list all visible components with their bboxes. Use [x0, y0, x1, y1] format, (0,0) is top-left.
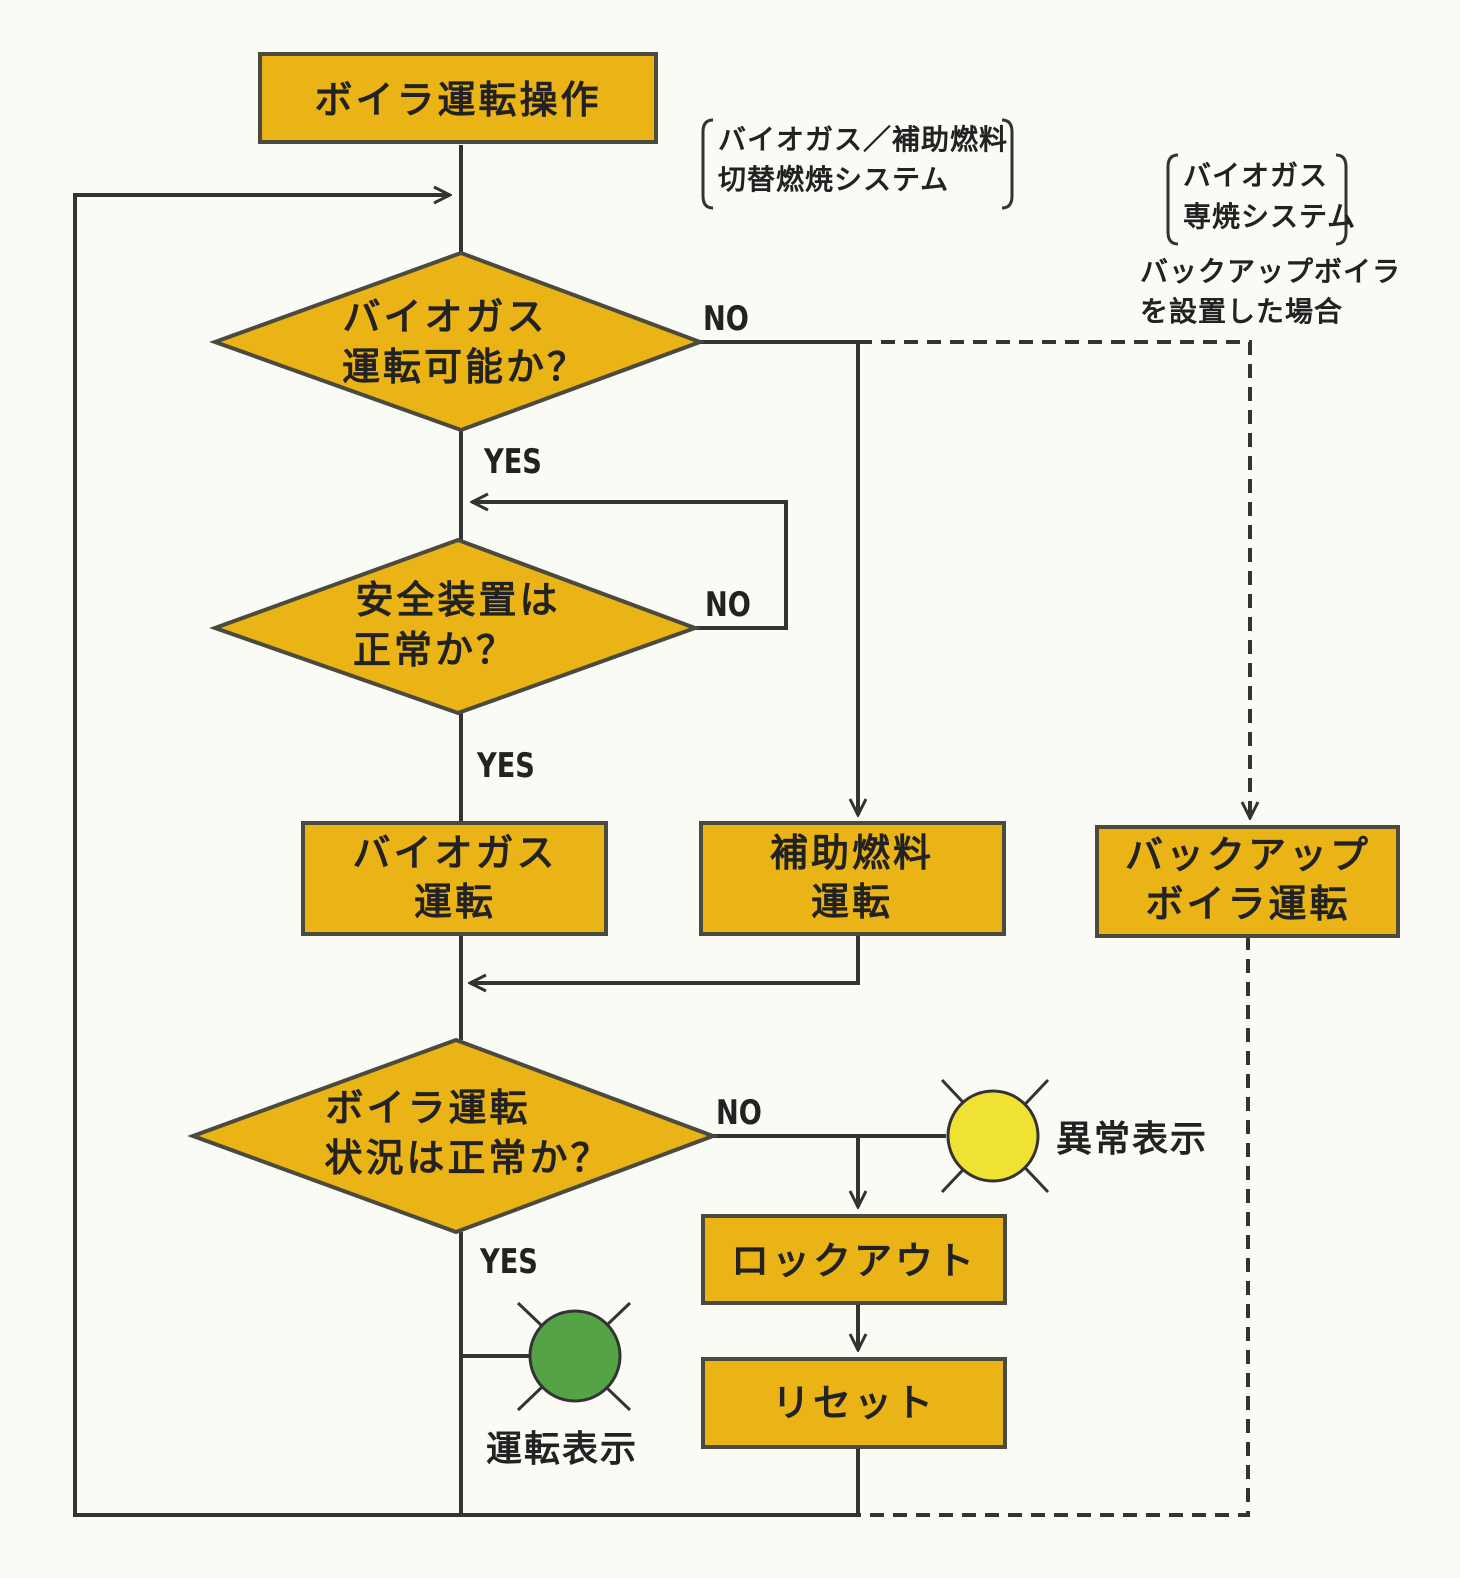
node-status-check-diamond — [187, 1037, 719, 1235]
node-safety-check-diamond — [209, 537, 701, 716]
node-lockout-box — [701, 1214, 1007, 1305]
edge-dashed-backup-return — [858, 936, 1250, 1517]
aux-fuel-line1: 補助燃料 — [769, 831, 935, 875]
note-backup-condition-line2: を設置した場合 — [1140, 295, 1344, 328]
yes-label-biogas: YES — [484, 442, 542, 482]
node-biogas-run-box — [301, 821, 608, 936]
backup-line1: バックアップ — [1124, 833, 1372, 877]
no-label-safety: NO — [705, 585, 751, 625]
biogas-run-line2: 運転 — [413, 880, 497, 924]
no-label-biogas: NO — [703, 299, 749, 339]
biogas-check-line1: バイオガス — [342, 295, 548, 339]
node-start-box — [258, 52, 658, 144]
abnormal-lamp-label: 異常表示 — [1056, 1119, 1209, 1160]
biogas-run-line1: バイオガス — [352, 831, 558, 875]
note-switch-system-line1: バイオガス／補助燃料 — [718, 123, 1009, 156]
no-label-status: NO — [716, 1093, 762, 1133]
note-bracket-dedicated-left — [1166, 153, 1179, 246]
yes-label-safety: YES — [477, 746, 535, 786]
status-check-line2: 状況は正常か？ — [324, 1136, 612, 1180]
edge-aux-to-trunk — [470, 934, 860, 983]
start-label: ボイラ運転操作 — [314, 78, 602, 122]
safety-check-line1: 安全装置は — [355, 578, 561, 622]
reset-label: リセット — [771, 1381, 937, 1425]
running-lamp-label: 運転表示 — [486, 1429, 639, 1470]
note-bracket-dedicated-right — [1335, 153, 1348, 246]
edge-safety-no-loop — [472, 502, 788, 630]
yes-label-status: YES — [480, 1242, 538, 1282]
node-backup-box — [1095, 825, 1400, 938]
running-lamp-icon — [516, 1301, 632, 1412]
node-biogas-check-diamond — [209, 250, 706, 433]
note-dedicated-line1: バイオガス — [1183, 159, 1329, 192]
node-aux-fuel-box — [699, 821, 1006, 936]
note-bracket-switch-right — [1001, 118, 1014, 210]
node-reset-box — [701, 1357, 1007, 1449]
aux-fuel-line2: 運転 — [810, 880, 894, 924]
safety-check-line2: 正常か？ — [352, 628, 518, 672]
lockout-label: ロックアウト — [730, 1239, 978, 1283]
backup-line2: ボイラ運転 — [1145, 882, 1351, 926]
abnormal-lamp-icon — [940, 1078, 1050, 1194]
status-check-line1: ボイラ運転 — [325, 1086, 531, 1130]
edge-biogas-no-to-aux — [700, 340, 858, 815]
biogas-check-line2: 運転可能か？ — [341, 345, 589, 389]
note-dedicated-line2: 専焼システム — [1183, 200, 1357, 233]
note-bracket-switch-left — [701, 118, 714, 210]
note-backup-condition-line1: バックアップボイラ — [1140, 255, 1402, 288]
edge-return-loop — [73, 195, 461, 1517]
edge-dashed-to-backup — [858, 340, 1250, 818]
note-switch-system-line2: 切替燃焼システム — [718, 163, 950, 196]
